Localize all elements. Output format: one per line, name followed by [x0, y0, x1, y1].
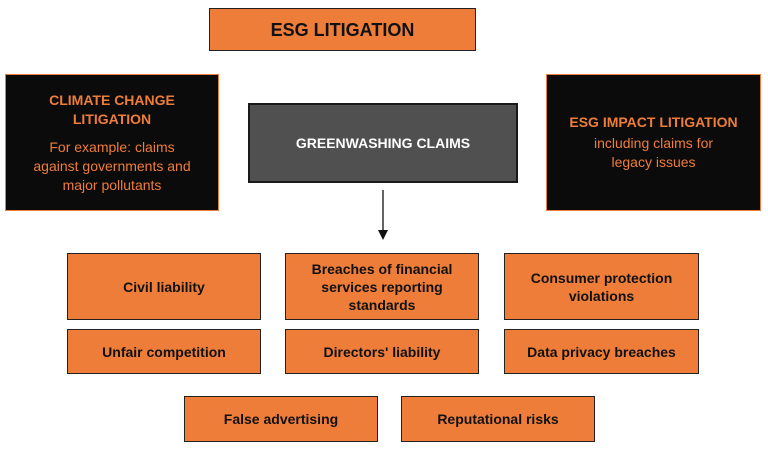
greenwashing-claims-box: GREENWASHING CLAIMS: [248, 103, 518, 183]
civil-liability-box: Civil liability: [67, 253, 261, 320]
climate-change-litigation-box: CLIMATE CHANGE LITIGATION For example: c…: [5, 74, 219, 211]
esg-impact-title: ESG IMPACT LITIGATION: [569, 114, 738, 130]
unfair-competition-box: Unfair competition: [67, 329, 261, 374]
data-privacy-breaches-box: Data privacy breaches: [504, 329, 699, 374]
esg-impact-litigation-box: ESG IMPACT LITIGATION including claims f…: [546, 74, 761, 211]
financial-reporting-breaches-box: Breaches of financial services reporting…: [285, 253, 479, 320]
directors-liability-box: Directors' liability: [285, 329, 479, 374]
false-advertising-box: False advertising: [184, 396, 378, 442]
climate-change-title: CLIMATE CHANGE LITIGATION: [49, 91, 175, 127]
esg-impact-description: including claims for legacy issues: [593, 135, 714, 170]
climate-change-description: For example: claims against governments …: [33, 138, 191, 193]
down-arrow-icon: [378, 190, 388, 240]
consumer-protection-box: Consumer protection violations: [504, 253, 699, 320]
esg-litigation-title: ESG LITIGATION: [209, 8, 476, 51]
reputational-risks-box: Reputational risks: [401, 396, 595, 442]
title-text: ESG LITIGATION: [270, 19, 415, 40]
greenwashing-claims-label: GREENWASHING CLAIMS: [295, 135, 471, 151]
